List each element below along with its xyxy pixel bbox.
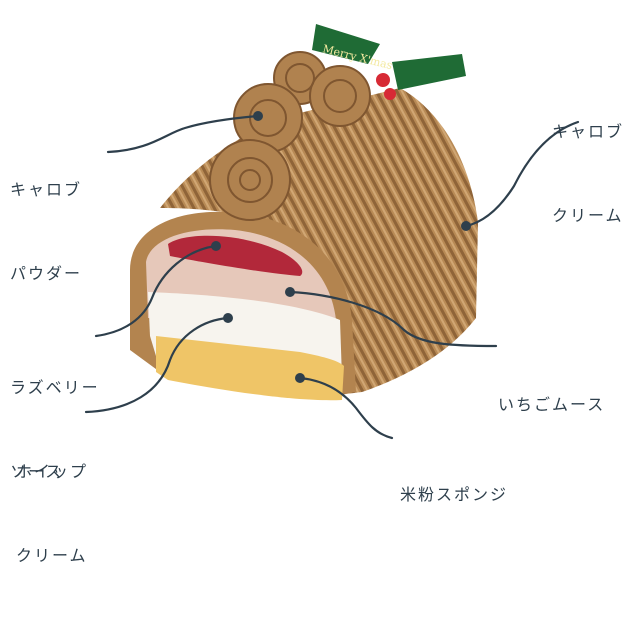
label-line: ラズベリー — [10, 378, 100, 397]
label-whipped-cream: ホイップ クリーム — [16, 402, 88, 626]
leader-sponge — [298, 376, 394, 440]
leader-carob-powder — [106, 114, 260, 154]
leader-whip — [84, 316, 230, 414]
label-line: キャロブ — [10, 180, 83, 199]
holly-berry — [384, 88, 396, 100]
holly-berry — [376, 73, 390, 87]
carob-rosettes — [209, 51, 371, 221]
label-rice-flour-sponge: 米粉スポンジ — [400, 425, 508, 565]
label-line: キャロブ — [552, 122, 625, 141]
label-carob-cream: キャロブ クリーム — [552, 62, 624, 286]
label-line: いちごムース — [498, 395, 606, 414]
dot-raspberry — [211, 241, 221, 251]
dot-carob-cream — [461, 221, 471, 231]
yule-log-cake-image: Merry X'mas — [84, 24, 580, 440]
label-strawberry-mousse: いちごムース — [498, 335, 605, 475]
leader-carob-cream — [464, 120, 580, 228]
label-carob-powder: キャロブ パウダー — [10, 120, 82, 344]
label-line: パウダー — [10, 264, 83, 283]
leader-raspberry — [94, 244, 218, 338]
callout-dots — [211, 111, 471, 383]
product-illustration: Merry X'mas キャロブ パウダー キャロブ クリーム ラズベリー ソー… — [10, 24, 624, 565]
leader-strawberry — [288, 290, 498, 348]
label-line: クリーム — [16, 546, 88, 565]
dot-sponge — [295, 373, 305, 383]
label-line: ホイップ — [16, 462, 89, 481]
dot-carob-powder — [253, 111, 263, 121]
rice-flour-sponge-layer — [156, 336, 344, 401]
callout-lines — [84, 114, 580, 440]
raspberry-sauce-layer — [168, 235, 303, 276]
dot-whip — [223, 313, 233, 323]
merry-xmas-plaque: Merry X'mas — [312, 24, 466, 100]
label-line: クリーム — [552, 206, 624, 225]
dot-strawberry — [285, 287, 295, 297]
label-line: 米粉スポンジ — [400, 485, 509, 504]
